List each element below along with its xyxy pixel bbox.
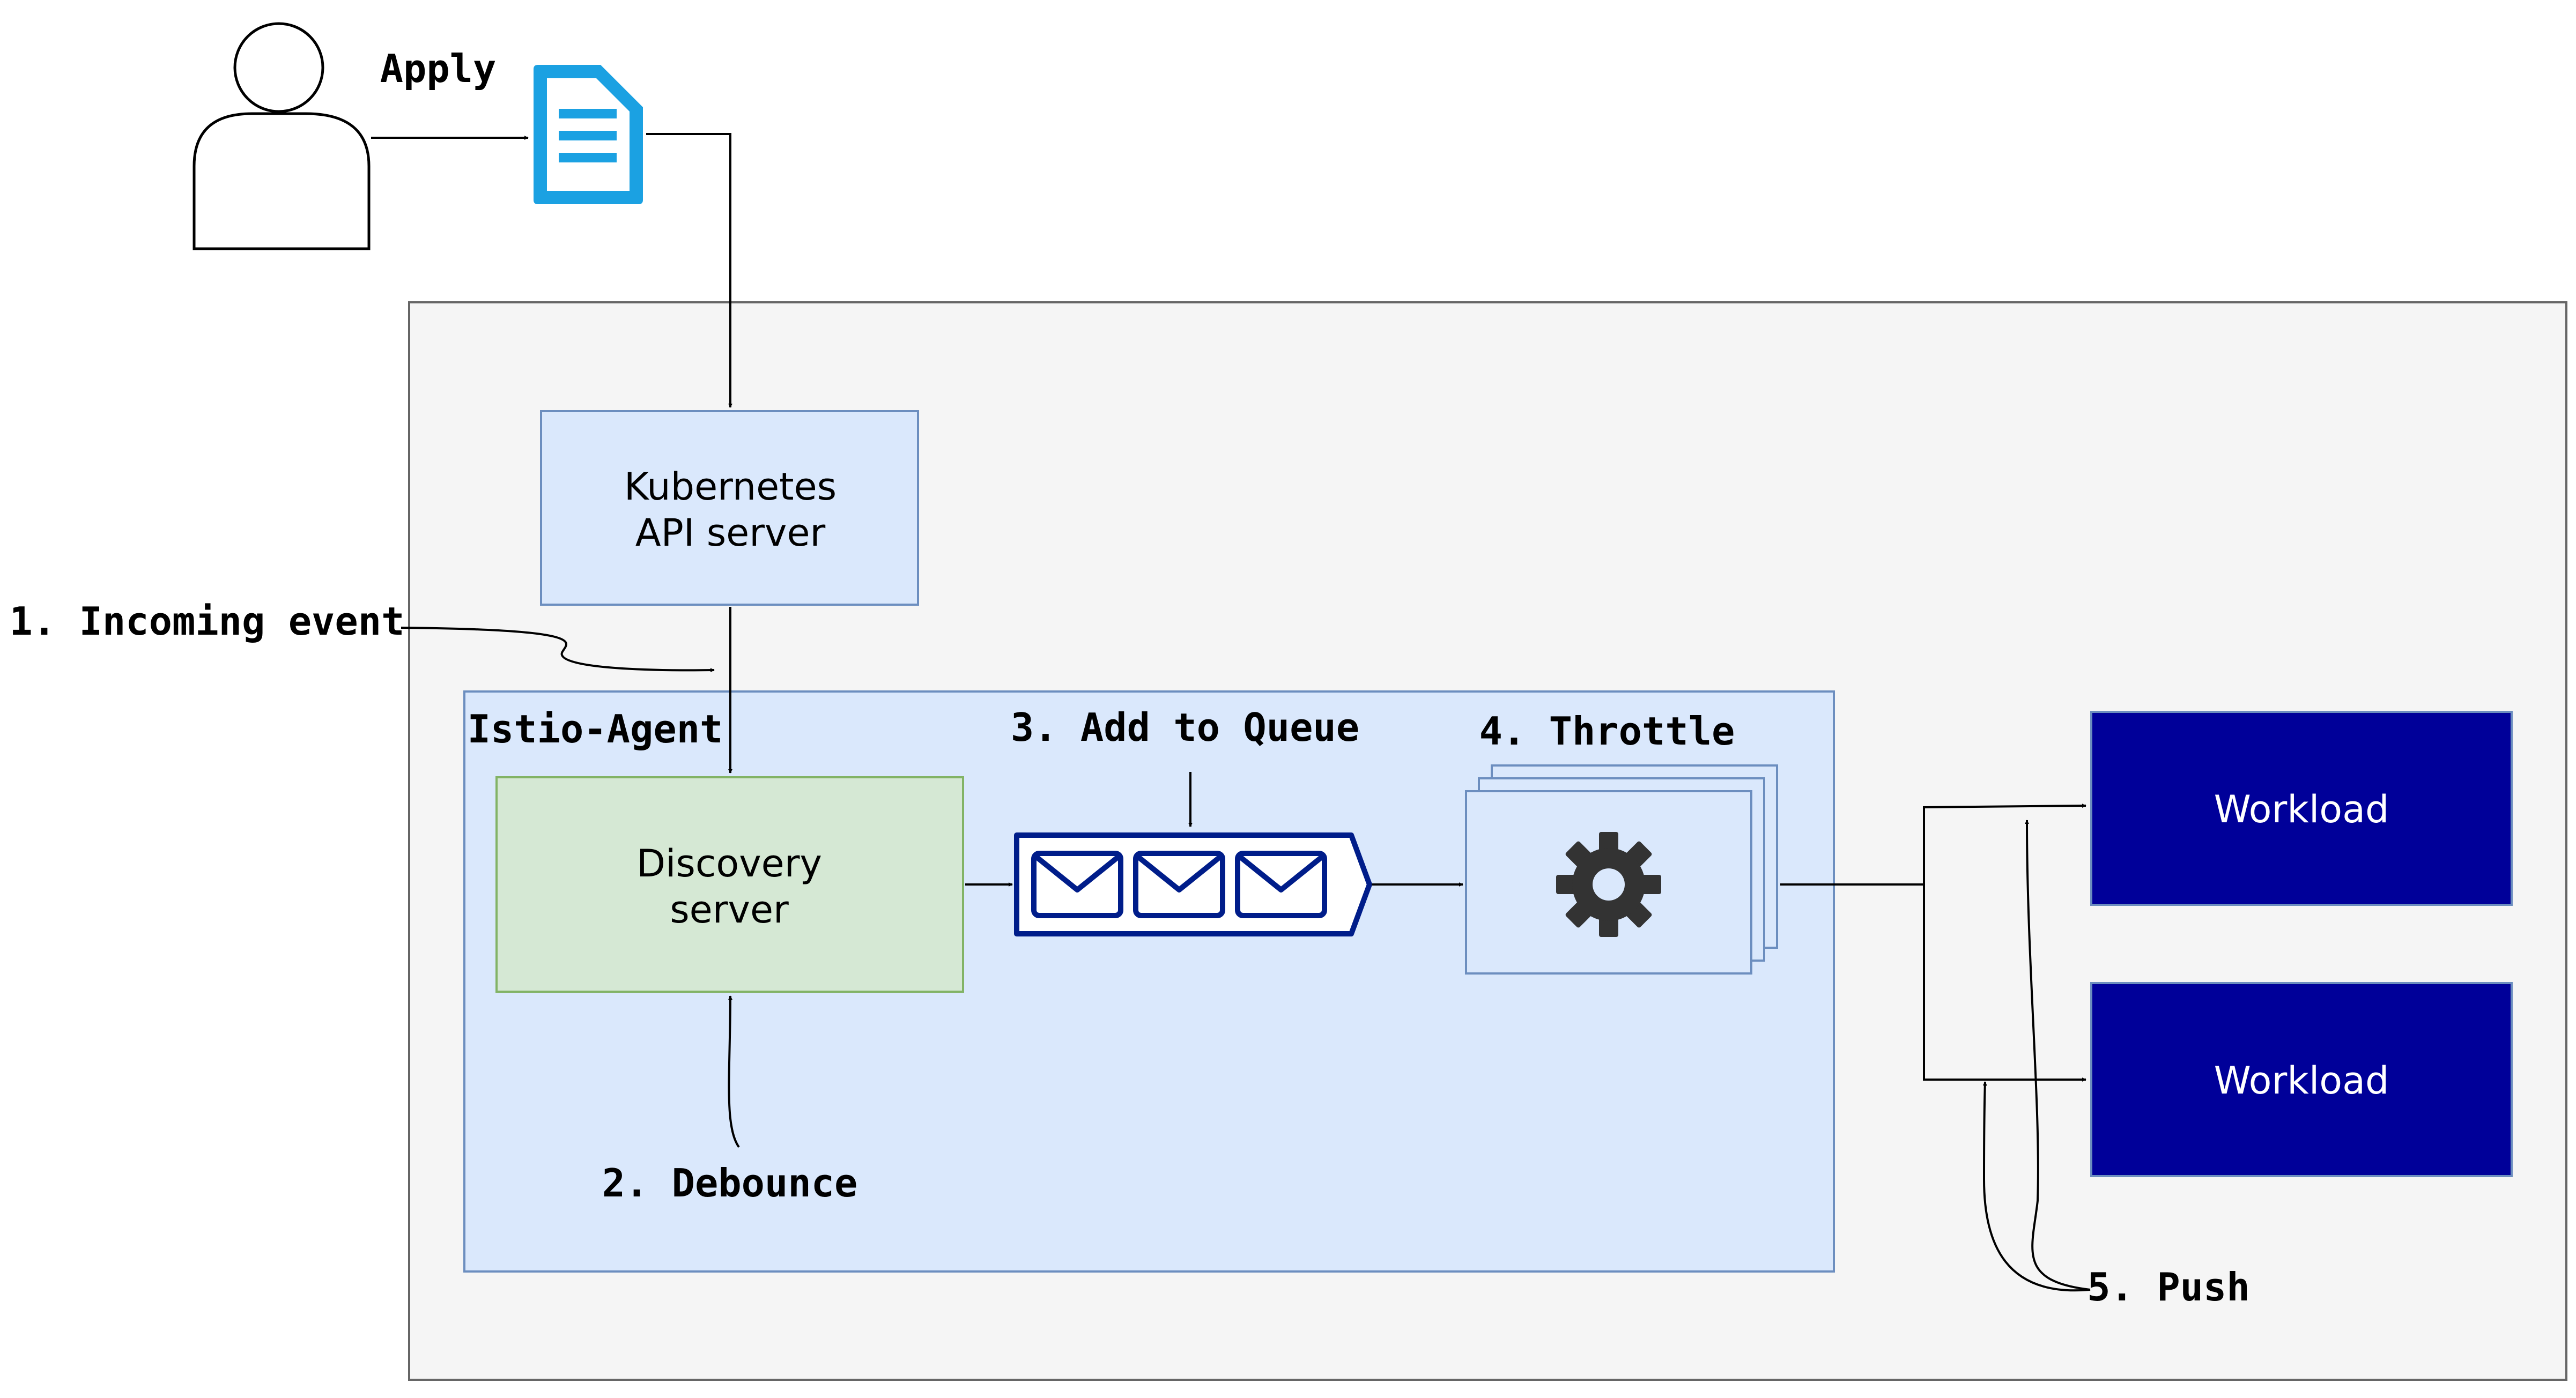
push-arrow-1	[2025, 820, 2091, 1291]
discovery-server-node	[495, 776, 964, 993]
document-icon	[534, 65, 643, 204]
workload-2-label: Workload	[2214, 1059, 2389, 1103]
apply-label: Apply	[380, 46, 497, 91]
incoming-event-arrow	[401, 627, 715, 673]
debounce-label: 2. Debounce	[602, 1161, 858, 1206]
push-label: 5. Push	[2087, 1265, 2249, 1310]
kubernetes-api-server-label-line1: Kubernetes	[624, 465, 837, 509]
message-queue-icon	[1014, 832, 1372, 936]
push-arrow-2	[1982, 1081, 2091, 1292]
throttle-to-workload-2-arrow	[1923, 884, 2086, 1082]
throttle-to-workload-1-arrow	[1780, 804, 2086, 886]
discovery-server-label-line2: server	[670, 888, 789, 932]
workload-node-1	[2090, 711, 2513, 906]
document-to-api-arrow	[646, 133, 732, 408]
istio-agent-label: Istio-Agent	[468, 707, 723, 752]
kubernetes-api-server-label-line2: API server	[635, 511, 826, 555]
add-to-queue-label: 3. Add to Queue	[1011, 705, 1359, 750]
kubernetes-api-server-node	[540, 410, 919, 606]
gear-icon	[1556, 832, 1661, 937]
discovery-server-label-line1: Discovery	[636, 842, 822, 886]
workload-node-2	[2090, 982, 2513, 1177]
debounce-arrow	[728, 995, 740, 1148]
workload-1-label: Workload	[2214, 787, 2389, 831]
throttle-label: 4. Throttle	[1479, 709, 1735, 754]
incoming-event-label: 1. Incoming event	[10, 599, 405, 644]
user-icon	[193, 22, 371, 250]
